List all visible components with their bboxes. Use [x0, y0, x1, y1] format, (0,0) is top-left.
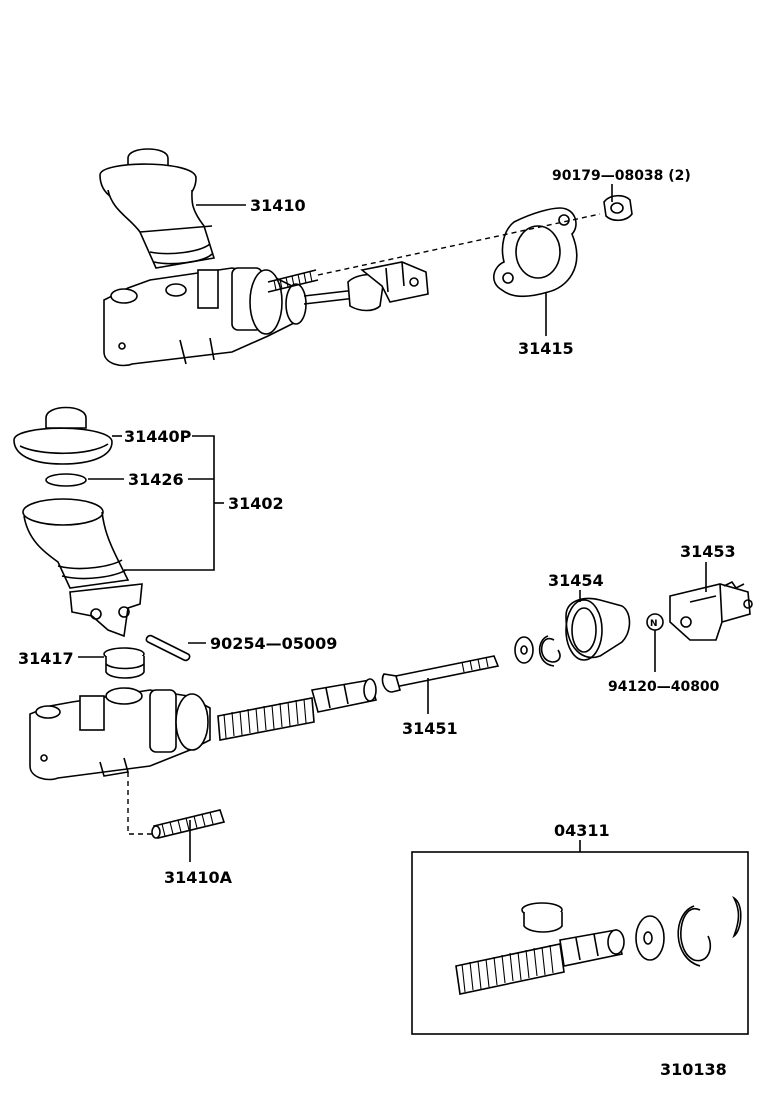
- washer-snap-ring: [514, 635, 561, 667]
- piston-spring: [217, 678, 378, 741]
- label-31453: 31453: [680, 542, 736, 561]
- gasket-31415: [493, 207, 578, 298]
- alignment-line-top: [317, 213, 601, 276]
- label-90179: 90179—08038 (2): [552, 168, 691, 184]
- master-cylinder-assembly: [99, 148, 429, 367]
- label-94120: 94120—40800: [608, 679, 720, 695]
- label-31415: 31415: [518, 339, 574, 358]
- reservoir-31402: [22, 498, 143, 638]
- cylinder-body: [29, 687, 211, 781]
- label-31402: 31402: [228, 494, 284, 513]
- label-N: N: [650, 619, 658, 629]
- alignment-line-stud: [127, 772, 152, 835]
- pin-90254: [145, 634, 191, 662]
- label-31440P: 31440P: [124, 427, 192, 446]
- push-rod-31451: [381, 655, 500, 693]
- label-31451: 31451: [402, 719, 458, 738]
- clevis-31453: [669, 580, 753, 641]
- o-ring-31426: [45, 473, 87, 487]
- bracket-31402: [124, 435, 215, 571]
- grommet-31417: [103, 647, 145, 679]
- stud-31410A: [151, 809, 226, 839]
- label-31426: 31426: [128, 470, 184, 489]
- reservoir-cap-31440P: [13, 406, 113, 465]
- label-31417: 31417: [18, 649, 74, 668]
- label-31410: 31410: [250, 196, 306, 215]
- label-ref: 310138: [660, 1060, 727, 1079]
- label-04311: 04311: [554, 821, 610, 840]
- label-31454: 31454: [548, 571, 604, 590]
- kit-contents: [455, 895, 742, 995]
- boot-31454: [565, 597, 631, 661]
- label-90254: 90254—05009: [210, 634, 337, 653]
- nut-90179: [603, 194, 633, 222]
- label-31410A: 31410A: [164, 868, 233, 887]
